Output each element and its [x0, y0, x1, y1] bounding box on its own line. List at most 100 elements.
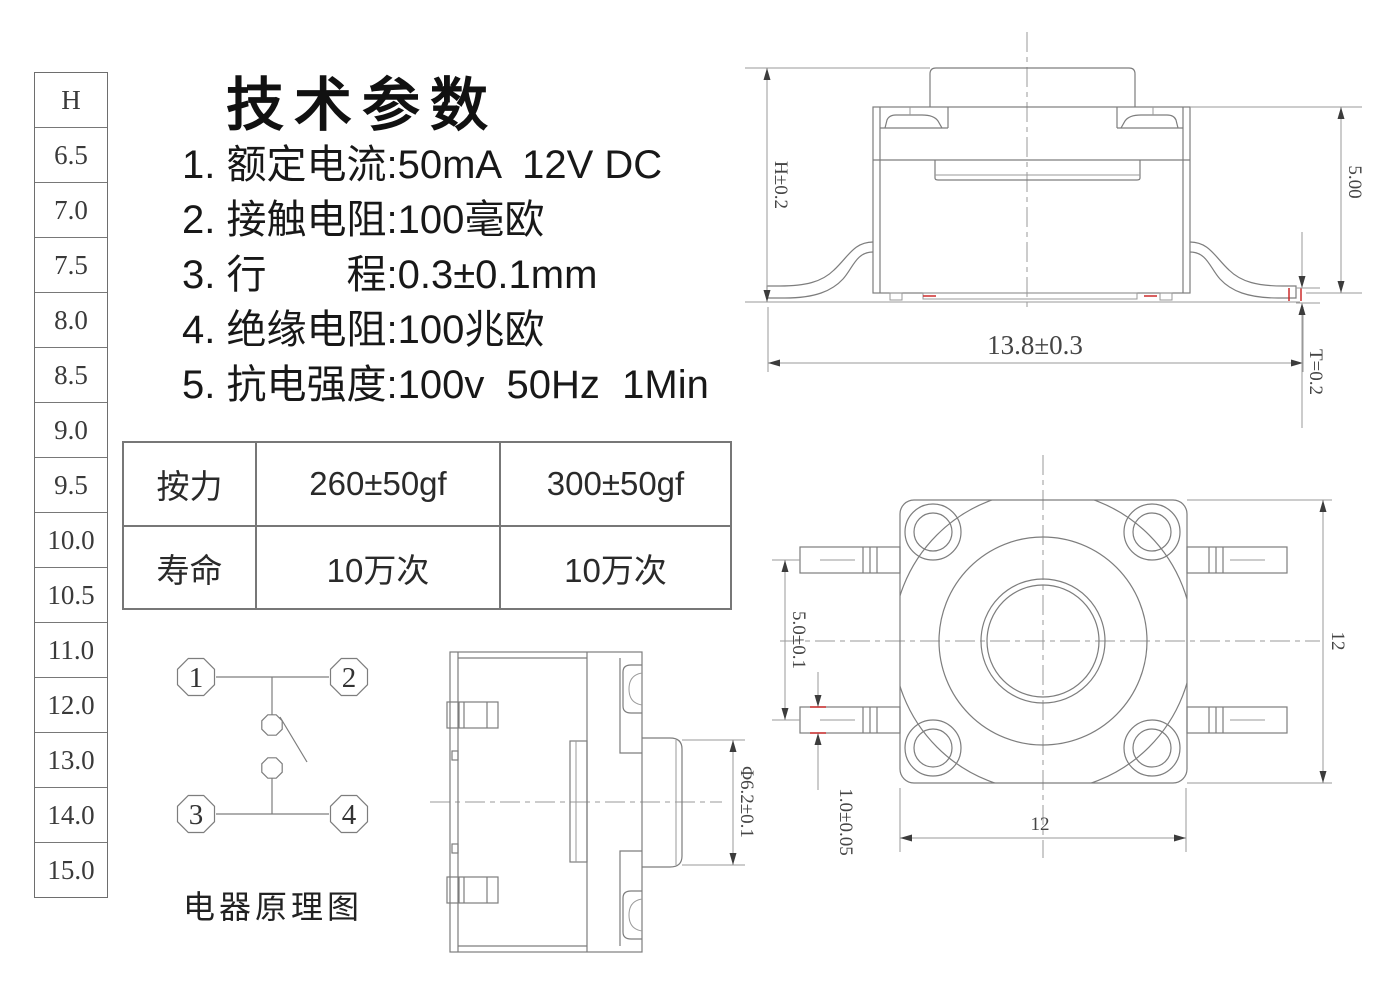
side-ear-bottom — [619, 850, 642, 946]
h-table-row: 9.0 — [35, 402, 107, 457]
terminal-1-number: 1 — [189, 662, 204, 694]
h-table-row: 10.5 — [35, 567, 107, 622]
h-table-row: 15.0 — [35, 842, 107, 897]
h-arrow-top — [763, 68, 771, 80]
dia-arrow-bottom — [729, 853, 737, 865]
w12-arrow-right — [1174, 834, 1186, 842]
dim-overall-width: 13.8±0.3 — [987, 330, 1083, 360]
terminal-4-octagon — [329, 794, 369, 834]
pitch-arrow-bottom — [781, 708, 789, 720]
h-table-row: 10.0 — [35, 512, 107, 567]
h-table-row: 11.0 — [35, 622, 107, 677]
rivet-br-outer — [1123, 719, 1181, 777]
side-slot — [569, 740, 588, 863]
top-button-inner — [986, 584, 1100, 698]
h-table-row: 7.0 — [35, 182, 107, 237]
side-pin-top — [446, 701, 499, 729]
top-button-outer — [980, 578, 1106, 704]
dim-lead-thickness: T=0.2 — [1305, 349, 1326, 395]
spec-row-label: 按力 — [156, 468, 223, 505]
rivet-br-inner — [1132, 728, 1172, 768]
body-arrow-top — [1337, 107, 1345, 119]
terminal-2-number: 2 — [342, 662, 357, 694]
dim-pin-pitch: 5.0±0.1 — [788, 611, 809, 669]
front-body-outline — [872, 106, 1191, 294]
tech-param-item: 1. 额定电流:50mA 12V DC — [182, 143, 663, 187]
rivet-tr-outer — [1123, 503, 1181, 561]
front-base-plate — [922, 292, 1138, 300]
rivet-tr-inner — [1132, 512, 1172, 552]
rivet-tl-inner — [913, 512, 953, 552]
side-notch-top — [451, 750, 459, 761]
spec-cell: 300±50gf — [499, 443, 730, 525]
spec-cell: 10万次 — [499, 525, 730, 608]
tech-param-item: 3. 行 程:0.3±0.1mm — [182, 253, 598, 297]
h12-arrow-top — [1319, 500, 1327, 512]
h-table-row: 13.0 — [35, 732, 107, 787]
terminal-4-number: 4 — [342, 799, 357, 831]
contact-lower-octagon — [261, 757, 283, 779]
body-arrow-bottom — [1337, 281, 1345, 293]
h-table-row: 7.5 — [35, 237, 107, 292]
pin-bottom-right — [1186, 706, 1288, 734]
dim-body-12-v: 12 — [1327, 632, 1348, 651]
spec-cell: 260±50gf — [255, 443, 499, 525]
t-arrow-down — [1298, 276, 1306, 288]
w-arrow-right — [1291, 359, 1303, 367]
side-ear-bottom-arc — [628, 898, 643, 932]
side-ear-top-arc — [628, 672, 643, 706]
contact-upper-octagon — [261, 714, 283, 736]
side-ear-top — [619, 658, 642, 754]
h-table-row: 8.0 — [35, 292, 107, 347]
side-body-outline — [449, 651, 643, 953]
h12-arrow-bottom — [1319, 771, 1327, 783]
dim-pin-width: 1.0±0.05 — [835, 788, 856, 855]
spec-table: 按力 260±50gf 300±50gf 寿命 10万次 10万次 — [122, 441, 732, 610]
front-button — [929, 67, 1136, 107]
lead-right — [1189, 241, 1297, 299]
side-view-drawing: Φ6.2±0.1 — [430, 651, 757, 953]
tech-param-item: 4. 绝缘电阻:100兆欧 — [182, 308, 545, 352]
side-ear-top-tab — [622, 664, 642, 714]
dim-body-height: 5.00 — [1344, 165, 1365, 198]
top-cover-circle — [938, 536, 1148, 746]
t-arrow-up — [1298, 303, 1306, 315]
h-table-row: 8.5 — [35, 347, 107, 402]
h-table-header: H — [61, 85, 81, 115]
tech-params-list: 1. 额定电流:50mA 12V DC 2. 接触电阻:100毫欧 3. 行 程… — [182, 138, 709, 413]
side-notch-bottom — [451, 843, 459, 854]
h-table-row: 9.5 — [35, 457, 107, 512]
top-body-outline — [899, 499, 1188, 784]
pinw-arrow-up — [814, 733, 822, 745]
terminal-1-octagon — [176, 657, 216, 697]
terminal-3-number: 3 — [189, 799, 204, 831]
side-ear-bottom-tab — [622, 890, 642, 940]
spec-row-label: 寿命 — [124, 525, 255, 608]
circuit-schematic: 1 2 3 4 — [176, 657, 369, 834]
rivet-bl-outer — [904, 719, 962, 777]
dim-body-12-h: 12 — [1031, 814, 1050, 835]
h-arrow-bottom — [763, 290, 771, 302]
lead-left — [766, 241, 874, 299]
h-table-row: 12.0 — [35, 677, 107, 732]
h-table-row: 6.5 — [35, 127, 107, 182]
rivet-tl-outer — [904, 503, 962, 561]
switch-lever — [279, 716, 308, 763]
dim-button-diameter: Φ6.2±0.1 — [736, 766, 757, 838]
schematic-caption: 电器原理图 — [183, 889, 364, 925]
h-option-table: H 6.5 7.0 7.5 8.0 8.5 9.0 9.5 10.0 10.5 … — [34, 72, 108, 898]
pitch-arrow-top — [781, 560, 789, 572]
pin-top-right — [1186, 546, 1288, 574]
side-pin-bottom — [446, 876, 499, 904]
w-arrow-left — [768, 359, 780, 367]
rivet-bl-inner — [913, 728, 953, 768]
top-view-drawing: 5.0±0.1 1.0±0.05 12 12 — [772, 455, 1348, 858]
front-bump-right — [1120, 114, 1179, 129]
tech-param-item: 5. 抗电强度:100v 50Hz 1Min — [182, 363, 709, 407]
terminal-2-octagon — [329, 657, 369, 697]
h-table-row: 14.0 — [35, 787, 107, 842]
pinw-arrow-down — [814, 695, 822, 707]
front-protrusion — [934, 160, 1141, 181]
page-title: 技术参数 — [226, 73, 499, 138]
